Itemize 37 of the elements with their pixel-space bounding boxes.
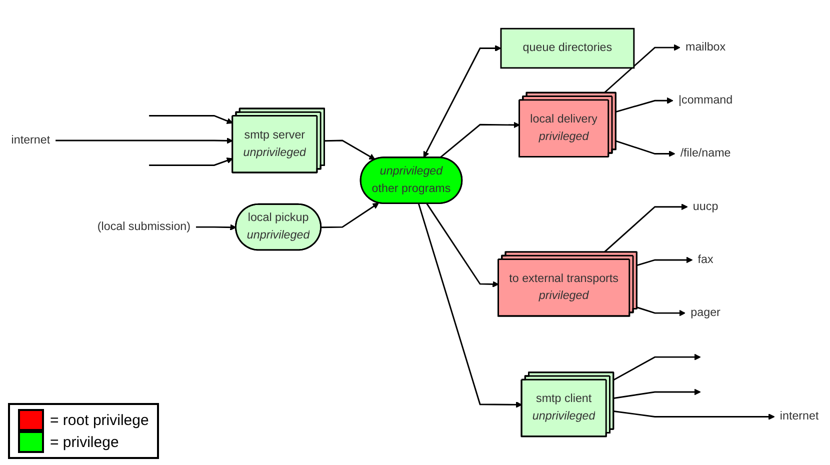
text-label: uucp xyxy=(692,200,718,213)
stacked-process-shape: to external transports privileged xyxy=(498,251,638,317)
arrow xyxy=(604,44,680,94)
arrow xyxy=(196,224,236,230)
arrow xyxy=(439,122,520,158)
arrow xyxy=(614,410,775,420)
stacked-process-shape: local delivery privileged xyxy=(518,92,616,158)
arrow xyxy=(616,97,674,112)
legend-text: = privilege xyxy=(50,434,119,450)
text-label: fax xyxy=(698,253,714,266)
storage-box: queue directories xyxy=(500,28,635,69)
process-ellipse: local pickup unprivileged xyxy=(235,203,322,251)
arrow xyxy=(636,306,686,316)
stacked-process-shape: smtp client unprivileged xyxy=(520,372,614,438)
arrow xyxy=(604,204,688,253)
text-label: pager xyxy=(690,306,720,319)
text-label: |command xyxy=(678,94,733,106)
process-ellipse: unprivileged other programs xyxy=(360,156,463,204)
text-label: internet xyxy=(780,410,819,423)
arrow xyxy=(614,388,701,399)
text-label: internet xyxy=(11,134,50,146)
legend-text: = root privilege xyxy=(50,412,149,428)
arrow xyxy=(56,138,234,144)
arrow xyxy=(423,45,502,158)
arrow xyxy=(324,140,376,160)
arrow xyxy=(321,202,380,228)
arrow xyxy=(636,256,693,266)
text-label: mailbox xyxy=(686,41,726,54)
stacked-process-shape: smtp server unprivileged xyxy=(232,108,325,174)
arrow xyxy=(613,354,701,380)
arrow xyxy=(418,203,522,408)
text-label: (local submission) xyxy=(97,220,191,233)
arrow xyxy=(616,140,676,157)
arrow xyxy=(149,158,234,166)
arrow xyxy=(149,115,234,124)
text-label: /file/name xyxy=(680,147,731,160)
arrow xyxy=(426,203,499,288)
